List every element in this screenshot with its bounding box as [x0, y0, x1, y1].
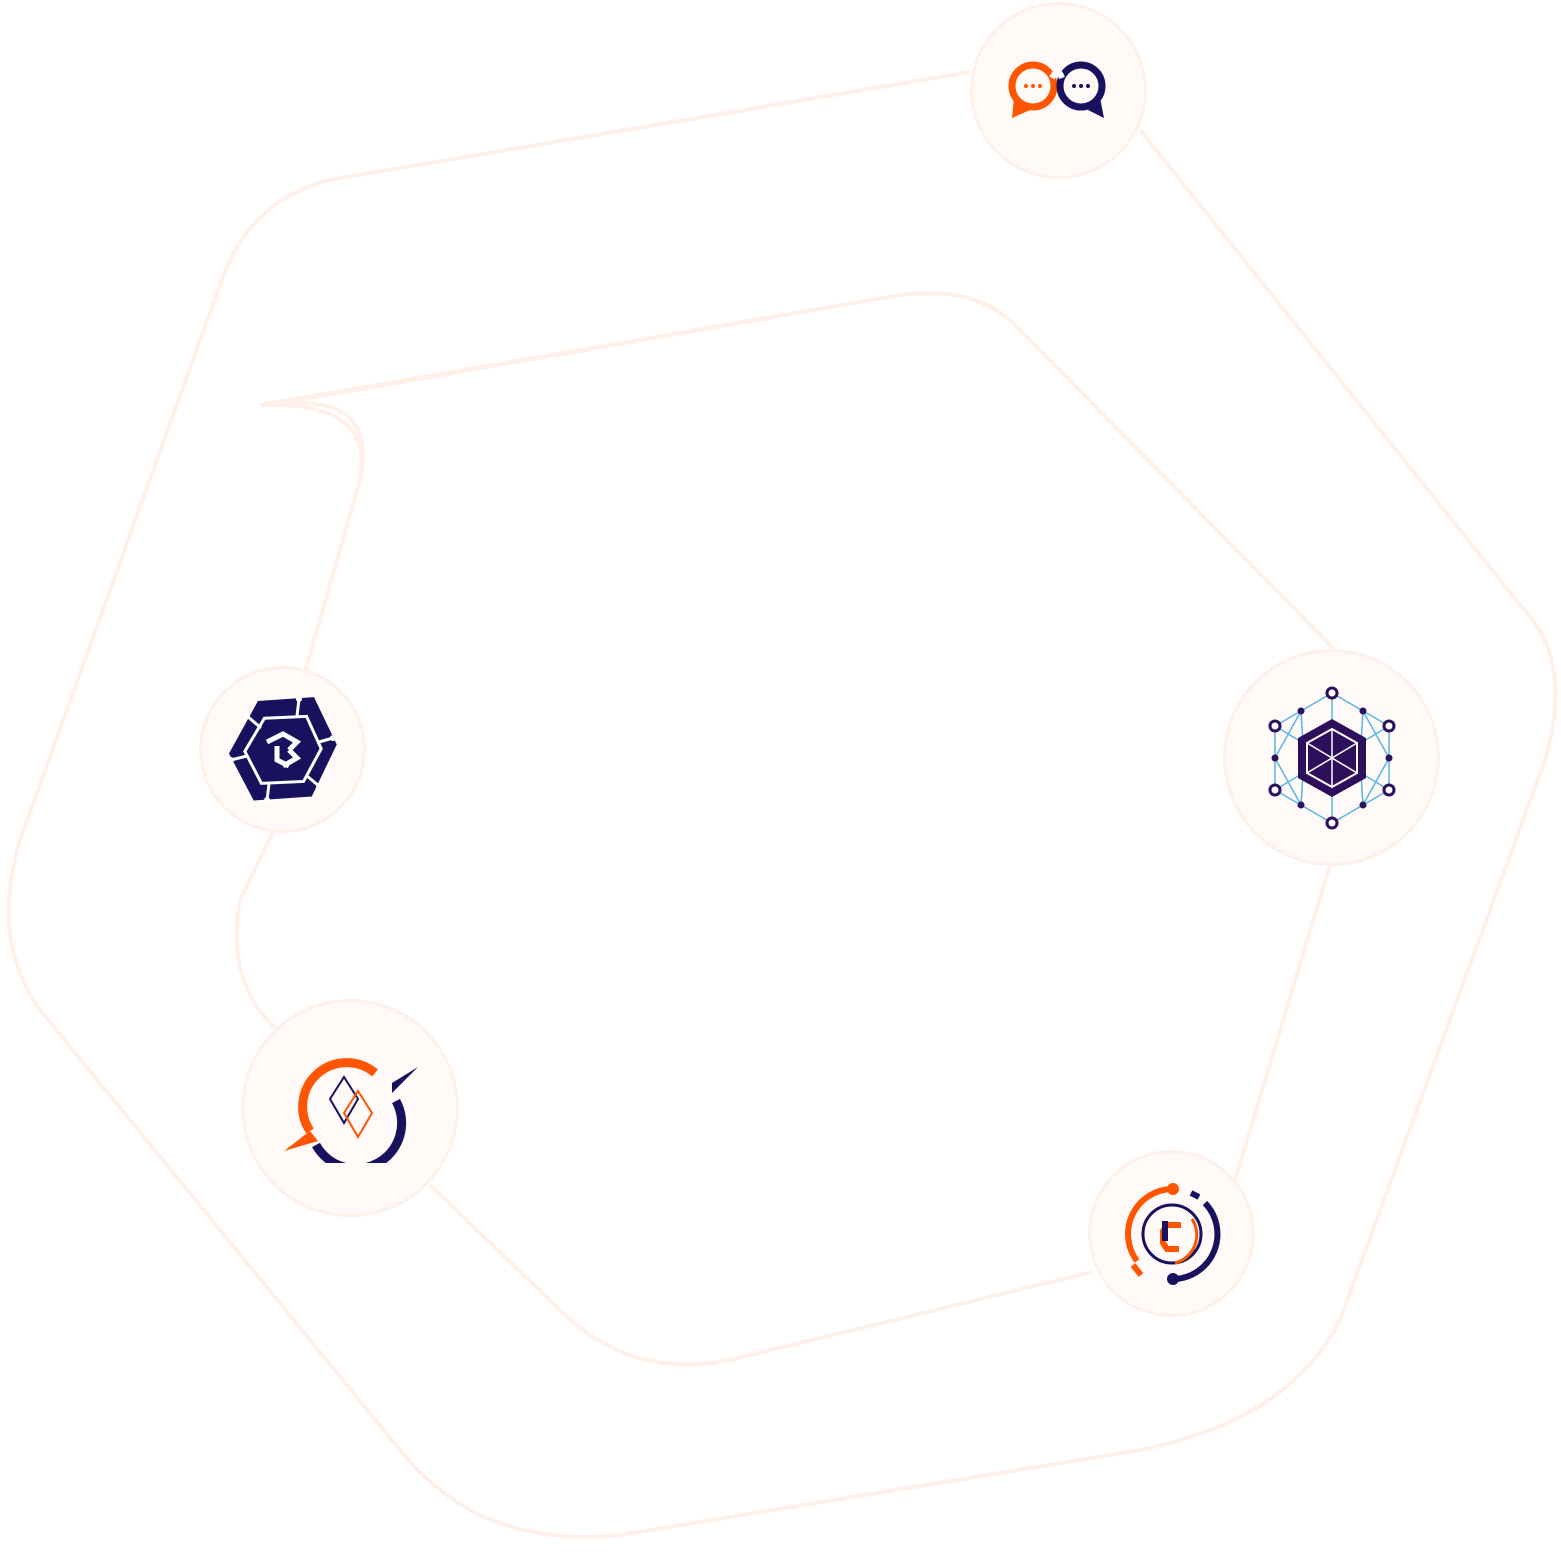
network-cube-node[interactable] — [1223, 649, 1440, 866]
diamond-orbit-icon — [284, 1058, 418, 1163]
chat-bubbles-icon — [1008, 61, 1105, 118]
chat-bubbles-node[interactable] — [970, 2, 1147, 179]
cycle-c-icon — [1124, 1182, 1220, 1285]
hex-chain-icon — [227, 695, 337, 803]
hex-chain-node[interactable] — [199, 666, 366, 833]
inner-track-top — [269, 291, 1337, 673]
inner-track — [234, 291, 1337, 1367]
diamond-orbit-node[interactable] — [241, 999, 459, 1217]
cycle-c-node[interactable] — [1088, 1150, 1255, 1317]
network-cube-icon — [1268, 686, 1395, 829]
outer-track — [6, 70, 1558, 1539]
